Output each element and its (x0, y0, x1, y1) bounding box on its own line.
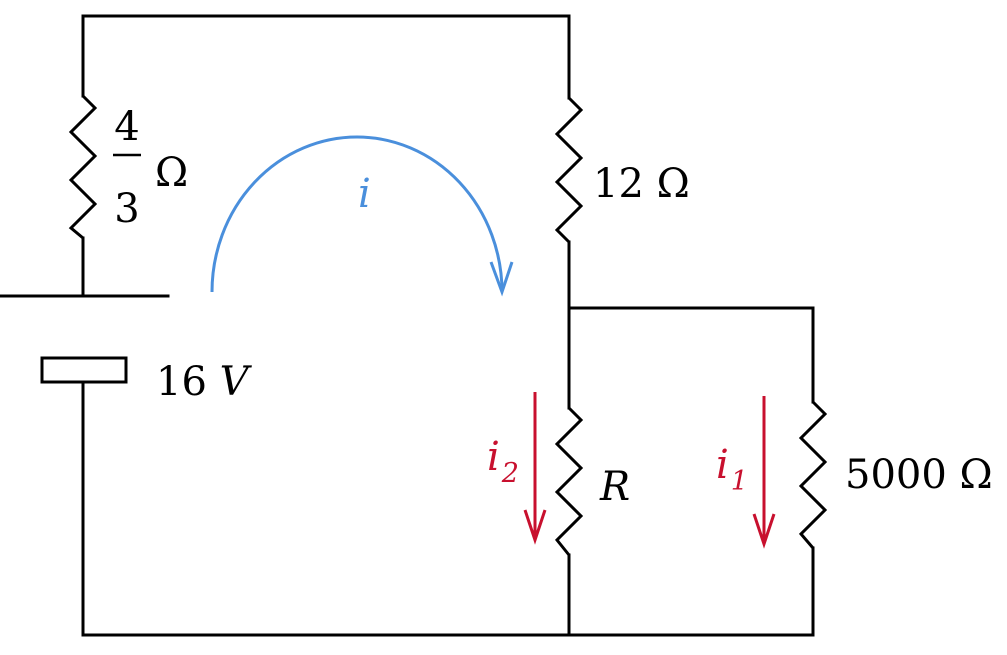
resistor-5000-ohm-label: 5000 Ω (845, 452, 993, 498)
battery-value: 16 (156, 359, 207, 405)
battery-unit: V (220, 359, 253, 405)
i2-arrowhead (523, 509, 547, 545)
resistor-5000-ohm (798, 400, 828, 549)
battery-short-plate (40, 356, 128, 384)
resistor-top-left (68, 94, 98, 240)
i1-current-arrow: i1 (716, 396, 776, 549)
i1-label: i1 (716, 442, 748, 497)
omega-unit: Ω (155, 150, 188, 196)
i1-symbol: i (716, 442, 729, 488)
wires (0, 14, 815, 637)
loop-current-arrow: i (210, 135, 514, 297)
resistor-r-label: R (599, 464, 630, 510)
i2-current-arrow: i2 (487, 392, 547, 545)
resistor-12-ohm (554, 96, 584, 244)
i1-subscript: 1 (731, 466, 748, 497)
fraction-denominator: 3 (114, 186, 139, 232)
fraction-numerator: 4 (114, 104, 139, 150)
resistor-12-ohm-label: 12 Ω (593, 161, 690, 207)
resistor-top-left-label: 4 3 Ω (113, 104, 188, 232)
loop-current-arc (210, 135, 504, 293)
i1-arrowhead (752, 513, 776, 549)
i2-subscript: 2 (501, 458, 519, 489)
i2-symbol: i (487, 434, 500, 480)
i2-label: i2 (487, 434, 519, 489)
loop-current-arrowhead (489, 261, 514, 297)
resistor-r (554, 406, 584, 556)
battery-label: 16 V (156, 359, 253, 405)
loop-current-label: i (358, 171, 371, 217)
